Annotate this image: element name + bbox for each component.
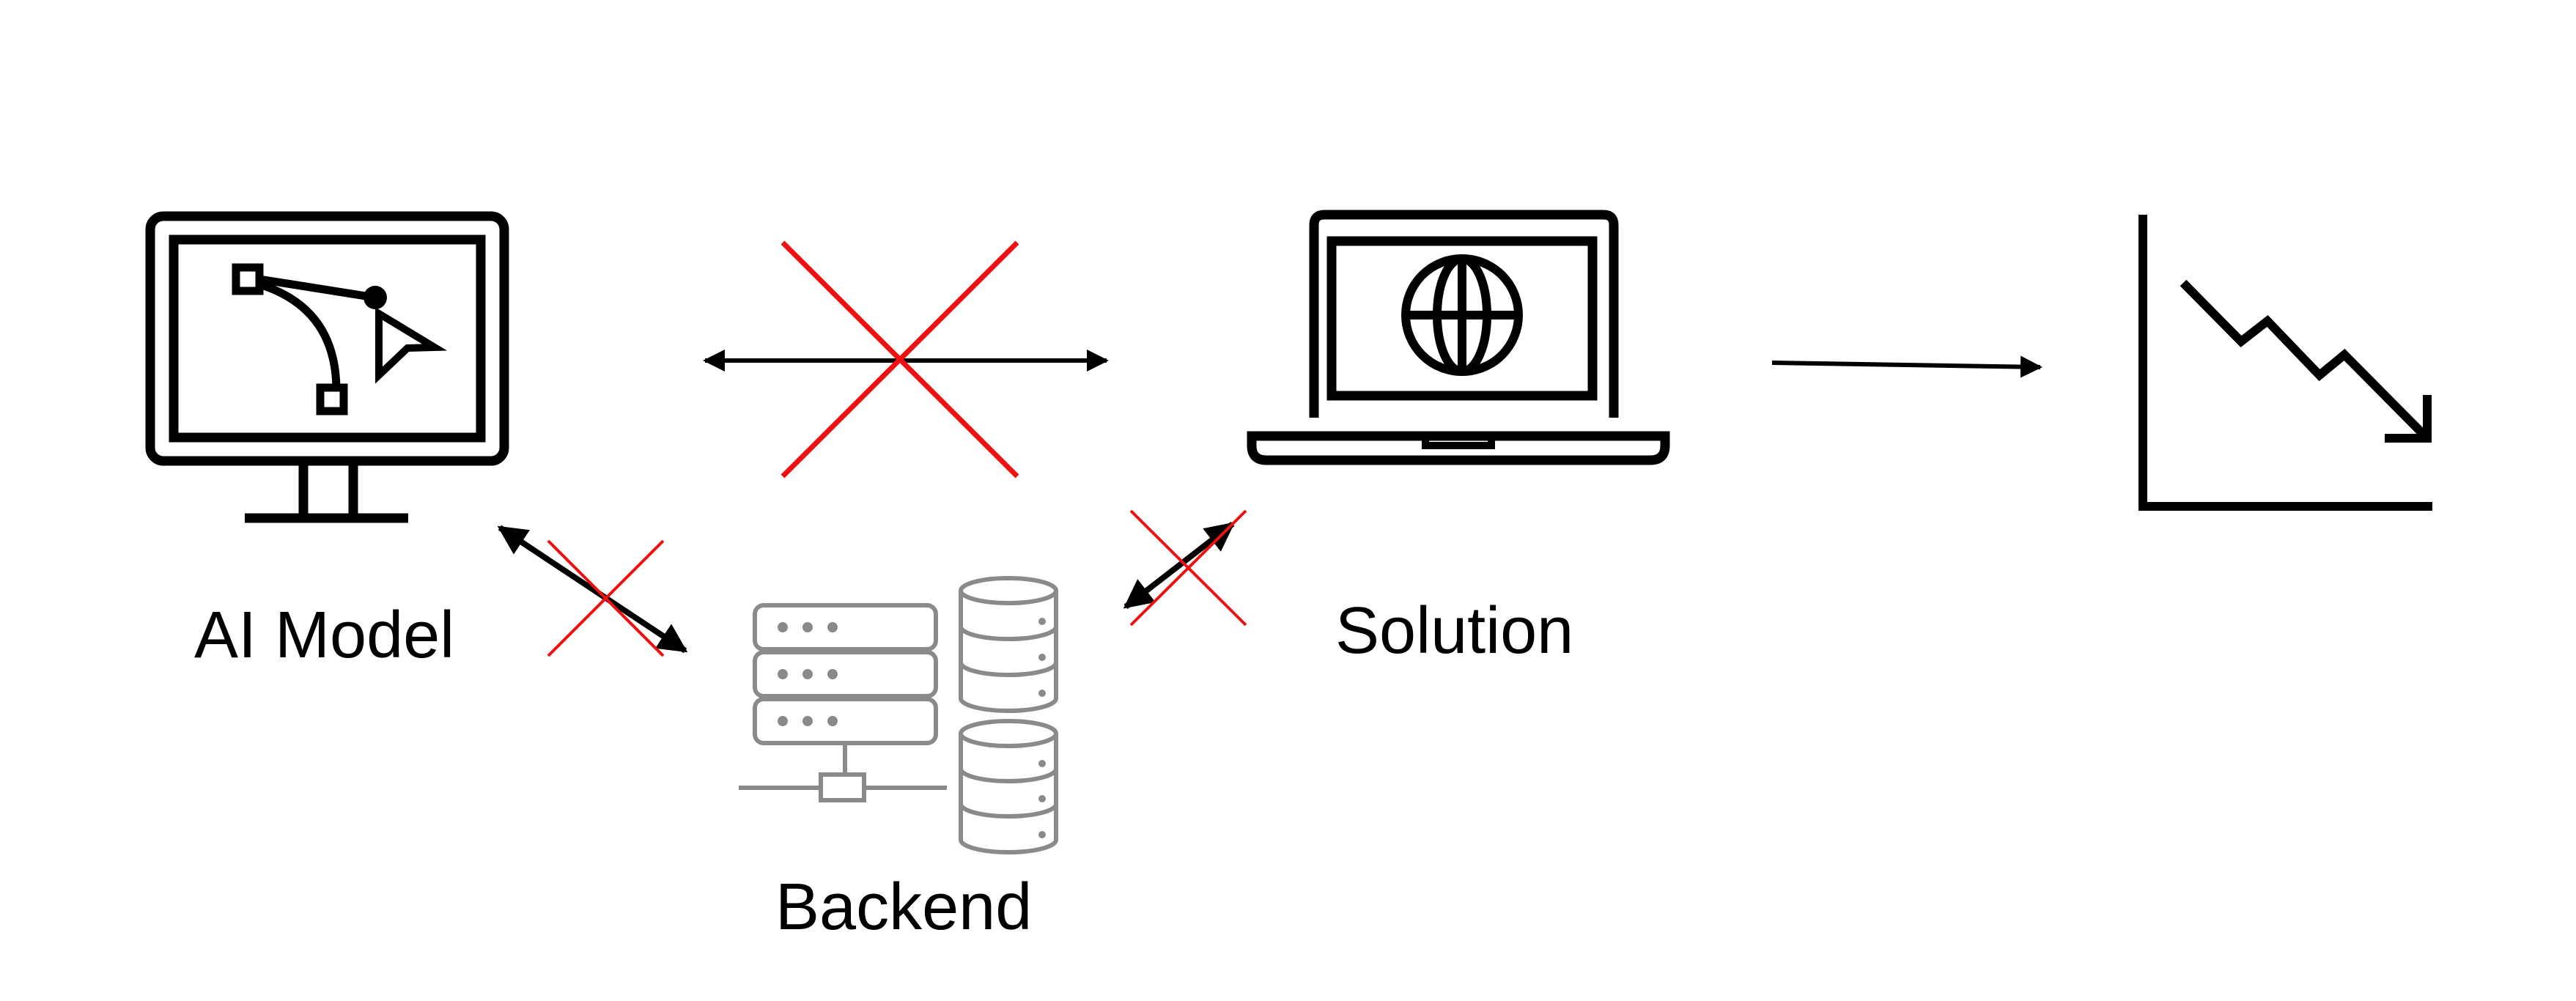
cross-out-mark: [547, 539, 665, 657]
monitor-design-icon: [145, 211, 509, 523]
connection-ai-backend: [497, 525, 688, 657]
cross-out-mark: [1129, 509, 1247, 627]
cross-out-mark: [780, 240, 1019, 479]
forward-arrow: [1771, 355, 2042, 378]
connection-backend-solution: [1123, 509, 1247, 627]
bidirectional-arrow: [1123, 521, 1236, 610]
server-database-icon: [739, 576, 1058, 854]
connection-ai-solution: [703, 240, 1109, 479]
laptop-globe-icon: [1247, 210, 1670, 465]
backend-label: Backend: [775, 871, 1033, 944]
solution-label: Solution: [1335, 594, 1574, 668]
ai-model-label: AI Model: [194, 599, 455, 672]
bidirectional-arrow: [497, 525, 688, 654]
declining-chart-icon: [2138, 215, 2432, 511]
